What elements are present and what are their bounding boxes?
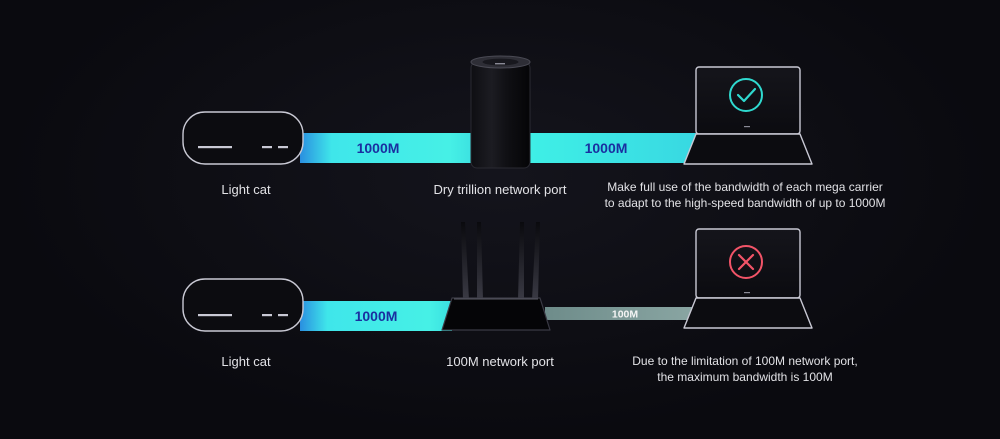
slow-link-bar <box>545 307 697 320</box>
result-caption: Due to the limitation of 100M network po… <box>600 353 890 385</box>
laptop-device <box>683 228 813 329</box>
router-antenna <box>532 222 540 300</box>
laptop-logo <box>744 292 750 294</box>
caption-line: the maximum bandwidth is 100M <box>657 370 833 384</box>
router-antenna <box>477 222 483 300</box>
router-antenna <box>518 222 524 300</box>
x-mark <box>737 253 755 271</box>
caption-line: to adapt to the high-speed bandwidth of … <box>604 196 886 210</box>
light-cat-device <box>182 111 304 165</box>
link-speed-label: 1000M <box>355 308 398 324</box>
link-speed-label: 1000M <box>357 140 400 156</box>
modem-body <box>182 278 304 332</box>
laptop-screen <box>695 66 801 135</box>
tower-router-device <box>470 55 531 169</box>
modem-indicator <box>198 314 232 317</box>
laptop-base <box>683 133 813 165</box>
source-label: Light cat <box>221 354 271 369</box>
modem-indicator <box>278 314 288 317</box>
antenna-router-device <box>441 222 551 331</box>
laptop-logo <box>744 126 750 128</box>
modem-indicator <box>278 146 288 149</box>
modem-body <box>182 111 304 165</box>
modem-indicator <box>198 146 232 149</box>
caption-line: Make full use of the bandwidth of each m… <box>607 180 883 194</box>
source-label: Light cat <box>221 182 271 197</box>
link-speed-label: 1000M <box>585 140 628 156</box>
light-cat-device <box>182 278 304 332</box>
fast-link-bar <box>526 133 696 163</box>
router-body <box>470 61 531 169</box>
link-row1-in: 1000M <box>300 133 476 163</box>
x-circle-icon <box>729 245 763 279</box>
check-mark <box>736 87 757 103</box>
link-row2-in: 1000M <box>300 301 452 331</box>
router-label: 100M network port <box>446 354 554 369</box>
caption-line: Due to the limitation of 100M network po… <box>632 354 858 368</box>
fast-link-bar <box>300 133 476 163</box>
modem-indicator <box>262 314 272 317</box>
router-top-inner <box>482 58 519 66</box>
link-speed-label: 100M <box>612 309 639 321</box>
result-caption: Make full use of the bandwidth of each m… <box>590 179 900 211</box>
status-ring <box>729 78 763 112</box>
check-circle-icon <box>729 78 763 112</box>
fast-link-bar <box>300 301 452 331</box>
modem-indicator <box>262 146 272 149</box>
router-body <box>441 297 551 331</box>
laptop-base <box>683 297 813 329</box>
router-label: Dry trillion network port <box>433 182 567 197</box>
laptop-device <box>683 66 813 165</box>
status-ring <box>729 245 763 279</box>
link-row2-out: 100M <box>545 307 697 321</box>
router-logo <box>495 63 505 65</box>
router-antenna <box>461 222 469 300</box>
link-row1-out: 1000M <box>526 133 696 163</box>
